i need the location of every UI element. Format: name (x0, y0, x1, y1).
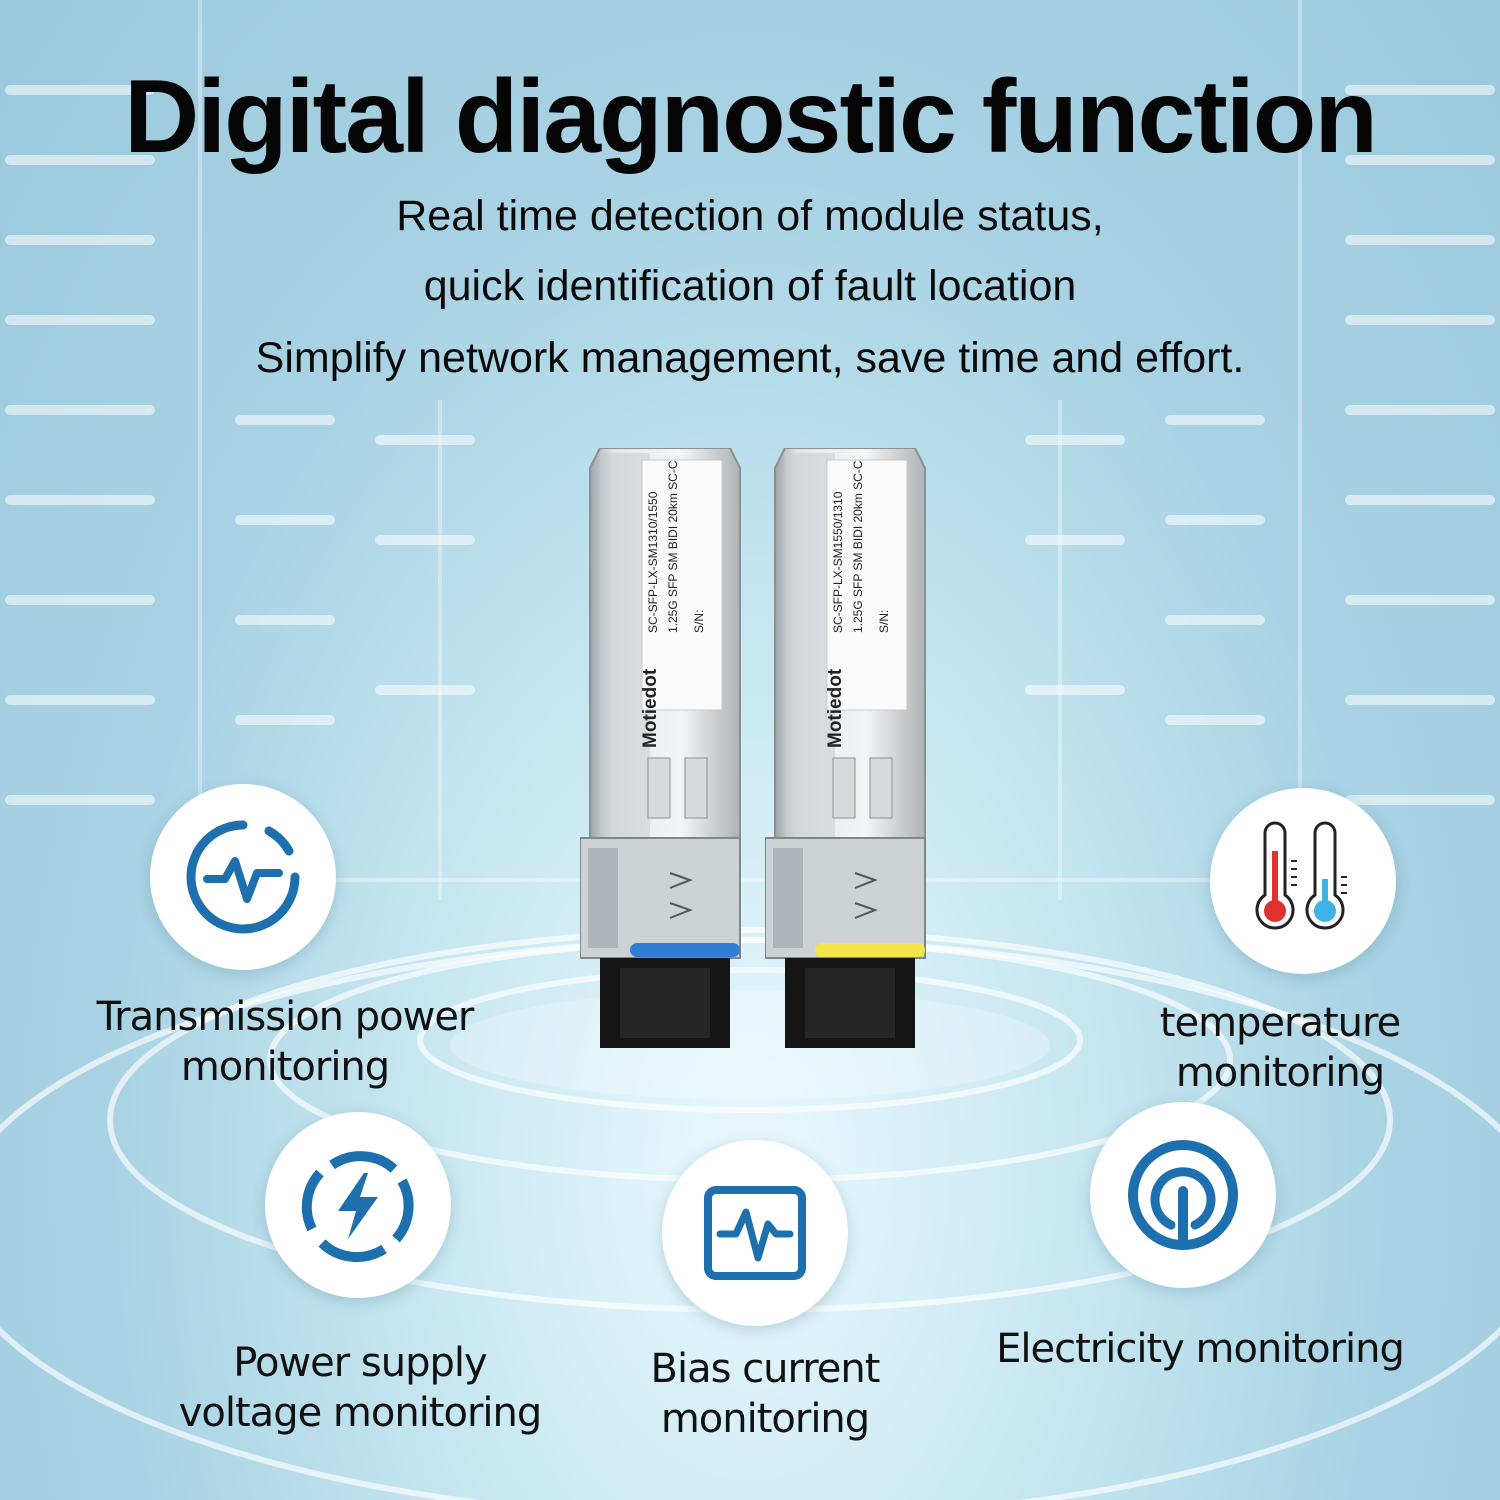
subtitle-line-1: Real time detection of module status, (396, 192, 1104, 240)
thermometer-icon (1255, 821, 1347, 930)
module-brand: Motiedot (825, 668, 846, 748)
sfp-module-1: Motiedot SC-SFP-LX-SM1310/1550 1.25G SFP… (579, 447, 750, 1058)
feature-temperature-label: temperature monitoring (1159, 1000, 1401, 1096)
power-circle-icon (1128, 1140, 1238, 1250)
subtitle-line-2: quick identification of fault location (423, 262, 1077, 310)
module-model: SC-SFP-LX-SM1310/1550 (646, 491, 660, 633)
module-spec: 1.25G SFP SM BIDI 20km SC-C (851, 460, 865, 634)
pulse-ring-icon (186, 820, 300, 934)
sfp-module-2: Motiedot SC-SFP-LX-SM1550/1310 1.25G SFP… (764, 447, 935, 1058)
latch-2 (815, 943, 925, 957)
feature-bias-circle (662, 1140, 848, 1326)
module-model: SC-SFP-LX-SM1550/1310 (831, 491, 845, 633)
feature-bias-label: Bias current monitoring (650, 1346, 881, 1442)
feature-voltage-label: Power supply voltage monitoring (178, 1340, 543, 1436)
feature-electricity-circle (1090, 1102, 1276, 1288)
lightning-ring-icon (301, 1151, 414, 1263)
feature-transmission-circle (150, 784, 336, 970)
module-sn: S/N: (877, 609, 891, 633)
module-sn: S/N: (692, 609, 706, 633)
module-brand: Motiedot (640, 668, 661, 748)
feature-transmission-label: Transmission power monitoring (96, 994, 475, 1090)
latch-1 (630, 943, 740, 957)
feature-voltage-circle (265, 1112, 451, 1298)
page-title: Digital diagnostic function (124, 59, 1378, 175)
feature-temperature-circle (1210, 788, 1396, 974)
subtitle-line-3: Simplify network management, save time a… (255, 334, 1245, 382)
module-spec: 1.25G SFP SM BIDI 20km SC-C (666, 460, 680, 634)
waveform-box-icon (704, 1186, 806, 1280)
feature-electricity-label: Electricity monitoring (996, 1326, 1405, 1372)
